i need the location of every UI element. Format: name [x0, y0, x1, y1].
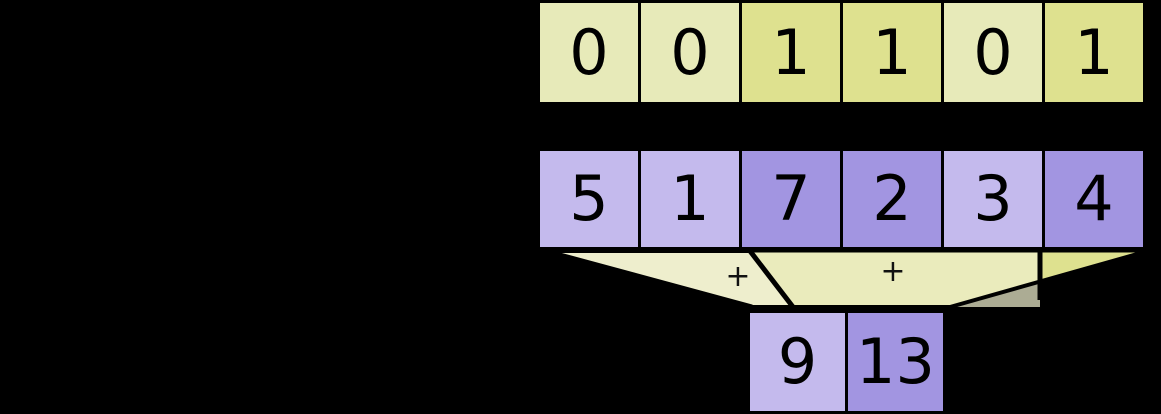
value-cell-label: 4: [1074, 162, 1114, 235]
value-cell-label: 7: [771, 162, 811, 235]
value-cell-label: 5: [569, 162, 609, 235]
funnel-overlap: [750, 251, 1040, 307]
result-cell: 9: [747, 310, 848, 414]
value-cell: 5: [537, 148, 641, 250]
flag-cell-label: 1: [872, 15, 912, 89]
flag-cell: 1: [1042, 0, 1146, 105]
flag-cell: 1: [840, 0, 944, 105]
funnel-edge: [949, 249, 1149, 309]
flag-cell-label: 0: [973, 15, 1013, 89]
funnel-divider: [748, 249, 795, 309]
flag-cell-label: 0: [670, 15, 710, 89]
flag-cell-label: 1: [771, 15, 811, 89]
segment-head-flags-row: 0 0 1 1 0 1: [537, 0, 1146, 105]
value-cell: 4: [1042, 148, 1146, 250]
flag-cell: 0: [537, 0, 641, 105]
value-cell-label: 2: [872, 162, 912, 235]
flag-cell-label: 1: [1074, 15, 1114, 89]
result-cell-label: 9: [777, 325, 818, 398]
value-cell-label: 1: [670, 162, 710, 235]
flag-cell: 0: [941, 0, 1045, 105]
input-values-row: 5 1 7 2 3 4: [537, 148, 1146, 250]
reduced-output-row: 9 13: [747, 310, 946, 414]
result-cell-label: 13: [856, 325, 935, 398]
result-cell: 13: [845, 310, 946, 414]
value-cell: 2: [840, 148, 944, 250]
funnel-edge: [544, 248, 753, 310]
value-cell: 1: [638, 148, 742, 250]
flag-cell-label: 0: [569, 15, 609, 89]
value-cell-label: 3: [973, 162, 1013, 235]
value-cell: 7: [739, 148, 843, 250]
flag-cell: 0: [638, 0, 742, 105]
funnel-divider: [1038, 248, 1150, 303]
